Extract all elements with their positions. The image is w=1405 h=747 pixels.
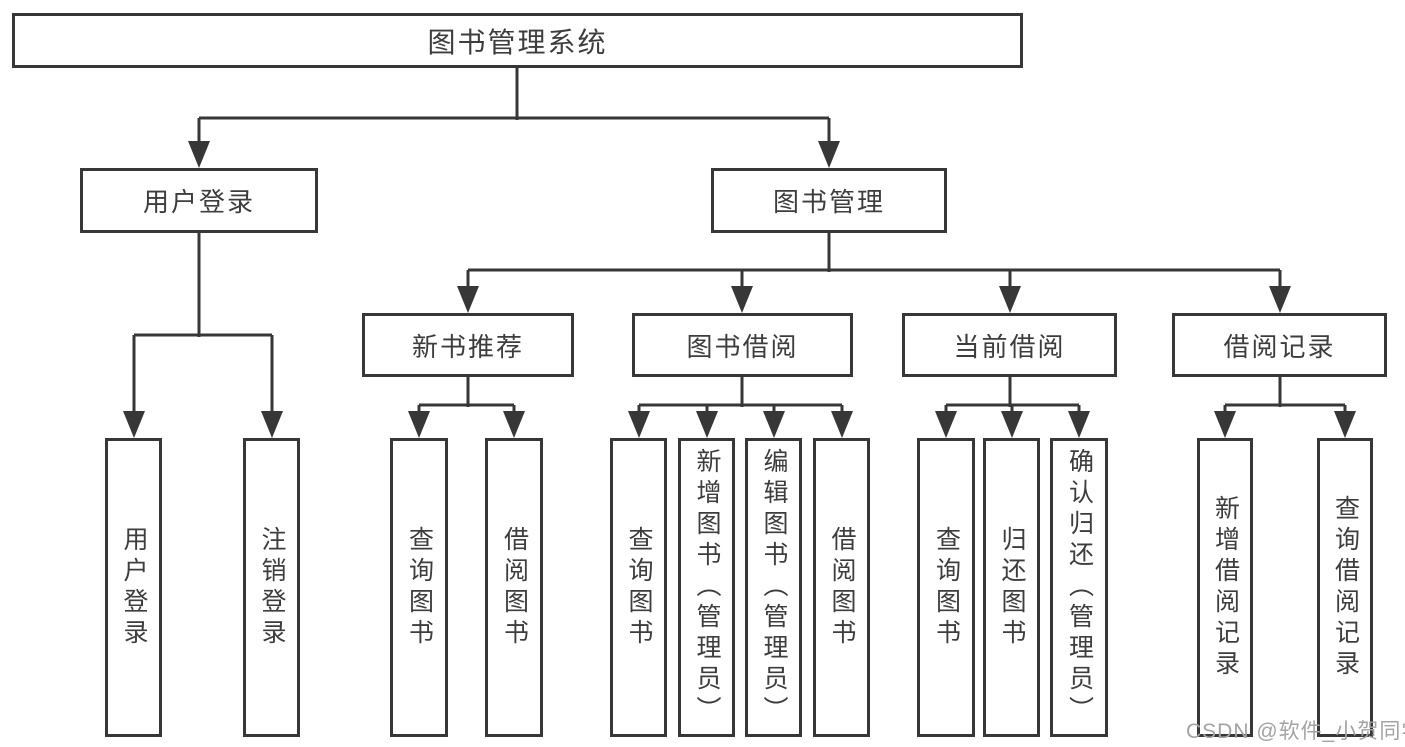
leaf-add-book-admin-label: 新增图书（管理员） <box>693 448 721 727</box>
leaf-logout-label: 注销登录 <box>258 525 286 650</box>
leaf-borrow-books: 借阅图书 <box>813 438 870 737</box>
leaf-add-borrow-record-label: 新增借阅记录 <box>1211 494 1240 681</box>
leaf-query-books-recommend-label: 查询图书 <box>405 525 434 650</box>
leaf-user-login-label: 用户登录 <box>120 525 148 650</box>
node-book-management: 图书管理 <box>711 168 947 233</box>
node-borrowing-records-label: 借阅记录 <box>1223 331 1336 362</box>
connector-current-borrowing-children <box>935 377 1090 438</box>
leaf-borrow-books-recommend-label: 借阅图书 <box>500 525 529 650</box>
leaf-borrow-books-recommend: 借阅图书 <box>485 438 543 737</box>
leaf-edit-book-admin: 编辑图书（管理员） <box>745 438 802 737</box>
leaf-borrow-books-label: 借阅图书 <box>828 525 856 650</box>
connector-user-login-children <box>123 233 283 438</box>
connector-new-book-recommend-children <box>408 377 525 438</box>
node-user-login-label: 用户登录 <box>142 187 255 217</box>
node-book-borrowing: 图书借阅 <box>632 313 853 377</box>
csdn-watermark: CSDN @软件_小贺同学 <box>1186 720 1405 743</box>
connector-book-borrowing-children <box>628 377 853 438</box>
node-current-borrowing: 当前借阅 <box>902 313 1117 377</box>
node-new-book-recommend: 新书推荐 <box>362 313 574 377</box>
leaf-query-books-borrowing: 查询图书 <box>610 438 667 737</box>
connector-borrowing-records-children <box>1214 377 1356 438</box>
leaf-confirm-return-admin: 确认归还（管理员） <box>1050 438 1108 737</box>
node-current-borrowing-label: 当前借阅 <box>953 331 1066 362</box>
leaf-query-books-current: 查询图书 <box>917 438 975 737</box>
leaf-query-books-current-label: 查询图书 <box>932 525 961 650</box>
connector-book-management-children <box>457 233 1291 313</box>
leaf-return-books: 归还图书 <box>983 438 1040 737</box>
leaf-query-borrow-record: 查询借阅记录 <box>1317 438 1373 737</box>
leaf-logout: 注销登录 <box>243 438 300 737</box>
leaf-query-borrow-record-label: 查询借阅记录 <box>1331 494 1360 681</box>
node-library-system: 图书管理系统 <box>12 13 1023 68</box>
leaf-add-book-admin: 新增图书（管理员） <box>678 438 735 737</box>
leaf-add-borrow-record: 新增借阅记录 <box>1197 438 1253 737</box>
connector-root-to-level2 <box>188 66 840 168</box>
node-new-book-recommend-label: 新书推荐 <box>411 331 524 362</box>
leaf-confirm-return-admin-label: 确认归还（管理员） <box>1065 448 1094 727</box>
leaf-edit-book-admin-label: 编辑图书（管理员） <box>760 448 788 727</box>
leaf-return-books-label: 归还图书 <box>998 525 1026 650</box>
node-library-system-label: 图书管理系统 <box>427 26 608 58</box>
leaf-query-books-borrowing-label: 查询图书 <box>625 525 653 650</box>
node-borrowing-records: 借阅记录 <box>1172 313 1387 377</box>
node-user-login: 用户登录 <box>80 168 318 233</box>
leaf-user-login: 用户登录 <box>105 438 162 737</box>
node-book-management-label: 图书管理 <box>772 187 885 217</box>
node-book-borrowing-label: 图书借阅 <box>686 331 799 362</box>
leaf-query-books-recommend: 查询图书 <box>390 438 448 737</box>
